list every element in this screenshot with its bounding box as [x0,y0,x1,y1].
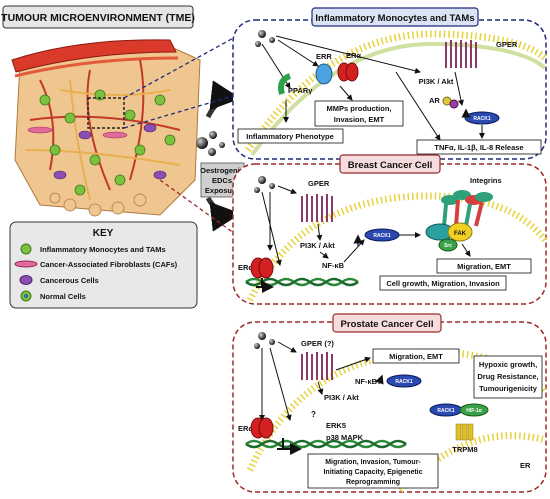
rack1-label: RACK1 [373,233,390,239]
edc-ball-icon [258,176,266,184]
err-label: ERR [316,52,332,61]
exposure-line-1: Oestrogenic [200,166,244,175]
panel-monocytes: Inflammatory Monocytes and TAMs PPARγ In… [232,7,548,160]
monocyte-icon [20,243,32,255]
trpm8-label: TRPM8 [452,445,477,454]
panel-breast-title-box [339,154,441,174]
edc-ball-icon [255,41,261,47]
fak-label: FAK [454,231,467,237]
mmps-line-1: MMPs production, [327,104,392,113]
nfkb-label: NF-κB [355,377,378,386]
tissue-illustration [11,39,201,217]
hypoxic-line-2: Drug Resistance, [477,372,538,381]
migration-box [372,348,460,364]
key-item-1: Inflammatory Monocytes and TAMs [40,245,166,254]
pi3k-label: PI3K / Akt [419,77,454,86]
fibroblast-icon [14,260,38,268]
panel-prostate: Prostate Cancer Cell GPER (?) Migration,… [232,313,548,493]
mmps-line-2: Invasion, EMT [334,115,385,124]
rack1-label: RACK1 [437,408,454,414]
cytokines-label: TNFα, IL-1β, IL-8 Release [434,143,523,152]
exposure-line-2: EDCs [212,176,232,185]
integrins-icon [441,190,493,227]
fak-icon [447,222,473,242]
era-label: ERα [238,263,253,272]
trpm8-icon [455,423,474,441]
era-label: ERα [238,424,253,433]
integrins-label: Integrins [470,176,502,185]
panel-monocytes-title-box [311,7,479,27]
edc-ball-icon [254,343,260,349]
tme-title: TUMOUR MICROENVIRONMENT (TME) [1,12,195,24]
outcome-line-1: Migration, Invasion, Tumour- [325,459,421,466]
outcome-line-3: Reprogramming [346,479,400,486]
mmps-box [314,100,404,127]
edc-ball-icon [258,30,266,38]
hif-icon [459,403,489,417]
gper-label: GPER [496,40,518,49]
ppar-label: PPARγ [288,86,313,95]
edc-ball-icon [196,137,208,149]
growth-box [379,275,507,291]
edc-ball-icon [258,332,266,340]
key-title: KEY [93,228,114,239]
rack1-icon [464,111,500,125]
inflammatory-label: Inflammatory Phenotype [246,132,334,141]
key-item-4: Normal Cells [40,292,86,301]
outcome-line-2: Initiating Capacity, Epigenetic [323,469,422,476]
hif-label: HIF-1α [466,408,483,414]
edc-ball-icon [269,37,275,43]
growth-label: Cell growth, Migration, Invasion [386,279,500,288]
ar-label: AR [429,96,440,105]
nfkb-label: NF-κB [322,261,345,270]
key-item-2: Cancer-Associated Fibroblasts (CAFs) [40,260,178,269]
pi3k-label: PI3K / Akt [324,393,359,402]
rack1-label: RACK1 [473,116,490,122]
tme-title-box: TUMOUR MICROENVIRONMENT (TME) [1,5,195,29]
hypoxic-line-1: Hypoxic growth, [479,360,537,369]
err-icon [315,63,333,85]
edc-ball-icon [269,183,275,189]
edc-ball-icon [209,131,217,139]
rack1-label: RACK1 [395,379,412,385]
ar-icon [449,99,459,109]
question-label: ? [311,410,316,419]
gper-receptor-icon [445,40,477,68]
gper-receptor-icon [301,194,333,222]
edc-ball-icon [219,142,225,148]
gper-label: GPER (?) [301,339,334,348]
panel-breast-title: Breast Cancer Cell [348,160,432,171]
edc-ball-icon [208,148,216,156]
era-label: ERα [346,51,361,60]
hypoxic-box [473,355,543,399]
cytokines-box [416,139,542,155]
rack1-icon [386,374,422,388]
src-icon [438,238,458,252]
p38-label: p38 MAPK [326,433,364,442]
hypoxic-line-3: Tumourigenicity [479,384,538,393]
migration-box [436,258,532,274]
key-item-3: Cancerous Cells [40,276,99,285]
panel-breast: Breast Cancer Cell GPER PI3K / Akt NF-κB… [232,154,548,305]
pi3k-label: PI3K / Akt [300,241,335,250]
exposure-line-3: Exposure [205,186,239,195]
edc-ball-icon [269,339,275,345]
migration-label: Migration, EMT [389,352,443,361]
er-label: ER [520,461,531,470]
src-label: Src [444,243,452,249]
erk5-label: ERK5 [326,421,346,430]
panel-prostate-title-box [332,313,442,333]
panel-prostate-title: Prostate Cancer Cell [341,319,434,330]
migration-label: Migration, EMT [457,262,511,271]
edc-ball-icon [254,187,260,193]
key-box: KEY Inflammatory Monocytes and TAMs Canc… [9,221,198,309]
dna-icon [245,439,407,449]
cancer-cell-icon [19,275,33,285]
gper-receptor-icon [301,352,333,380]
panel-monocytes-title: Inflammatory Monocytes and TAMs [315,13,474,24]
gper-label: GPER [308,179,330,188]
inflammatory-box [237,128,344,144]
outcome-box [307,453,439,489]
